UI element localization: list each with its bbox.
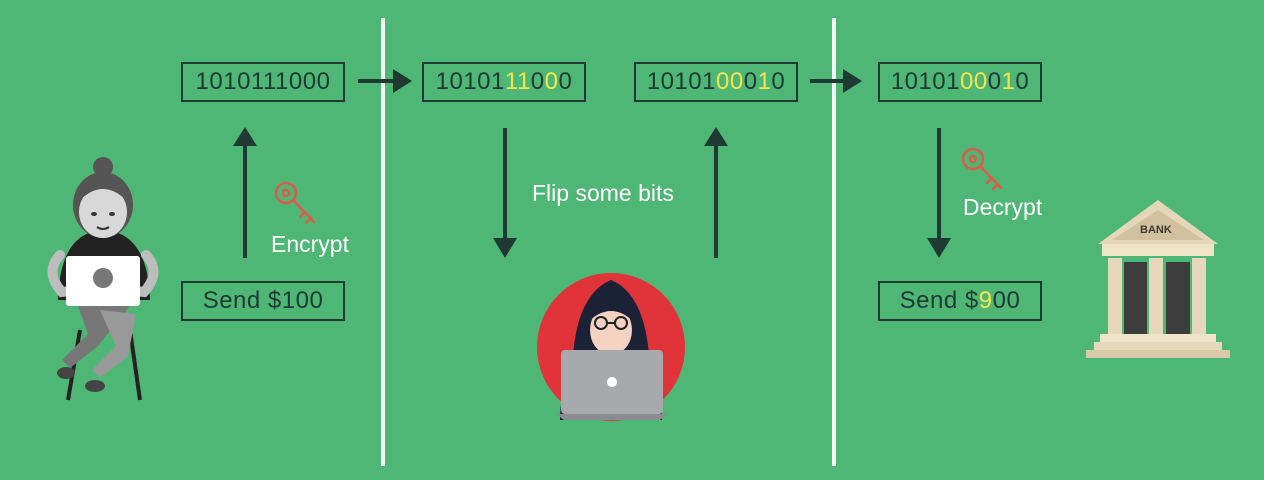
- divider-right: [832, 18, 836, 466]
- highlighted-text-segment: 00: [715, 68, 744, 95]
- decrypt-label: Decrypt: [963, 194, 1043, 220]
- highlighted-text-segment: 1: [757, 68, 772, 95]
- highlighted-text-segment: 00: [959, 68, 988, 95]
- alice-ciphertext-box: 1010111000: [181, 62, 345, 102]
- text-segment: 10101: [890, 68, 960, 95]
- highlighted-text-segment: 11: [504, 68, 531, 95]
- text-segment: 0: [1015, 68, 1030, 95]
- text-segment: 0: [530, 68, 545, 95]
- text-segment: Send $100: [202, 287, 324, 314]
- highlighted-text-segment: 0: [544, 68, 559, 95]
- text-segment: 10101: [646, 68, 716, 95]
- text-segment: Send $: [899, 287, 979, 314]
- text-segment: 00: [992, 287, 1021, 314]
- arrow-down-decrypt: [927, 128, 951, 258]
- arrow-right-to-bank: [810, 69, 862, 93]
- alice-plaintext-box: Send $100: [181, 281, 345, 321]
- text-segment: 0: [743, 68, 758, 95]
- arrow-right-to-network: [358, 69, 412, 93]
- arrow-up-from-attacker: [704, 127, 728, 258]
- arrow-down-to-attacker: [493, 128, 517, 258]
- key-icon: [274, 181, 316, 225]
- highlighted-text-segment: 1: [1001, 68, 1016, 95]
- arrow-up-encrypt: [233, 127, 257, 258]
- text-segment: 10101: [435, 68, 505, 95]
- bank-sign: BANK: [1140, 224, 1172, 236]
- encrypt-label: Encrypt: [271, 231, 349, 257]
- key-icon: [961, 147, 1003, 191]
- flip-bits-label: Flip some bits: [532, 180, 674, 206]
- text-segment: 0: [558, 68, 573, 95]
- highlighted-text-segment: 9: [978, 287, 993, 314]
- divider-left: [381, 18, 385, 466]
- text-segment: 0: [987, 68, 1002, 95]
- text-segment: 0: [771, 68, 786, 95]
- text-segment: 1010111000: [195, 68, 331, 95]
